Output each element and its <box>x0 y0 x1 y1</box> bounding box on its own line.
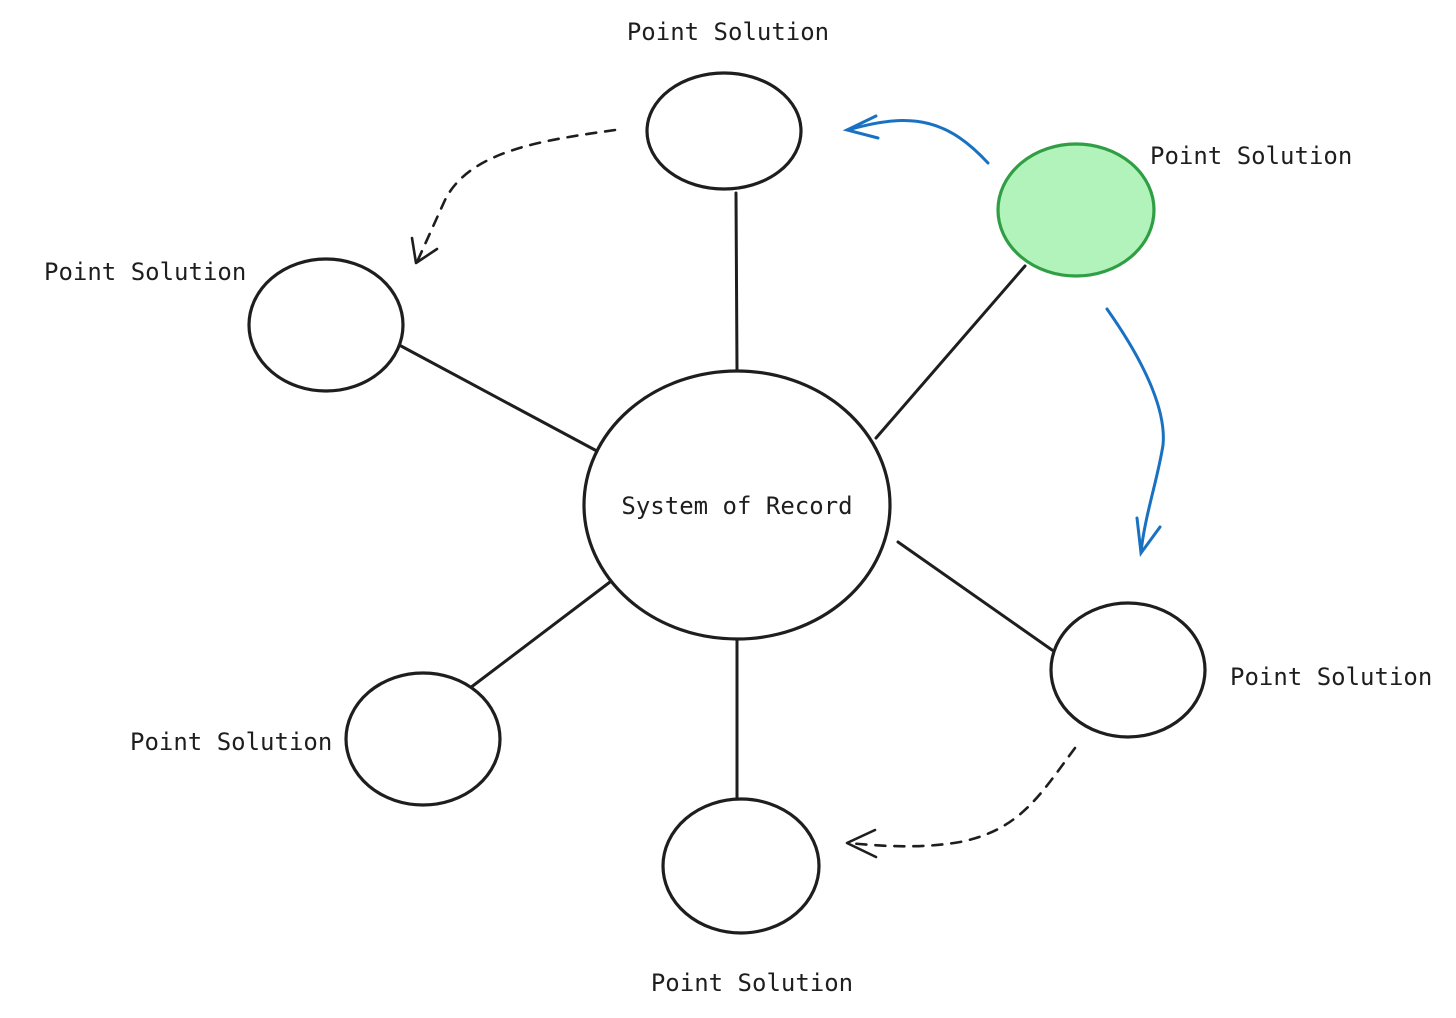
connector-right <box>896 540 1054 652</box>
point-solution-label-bottom-left: Point Solution <box>130 728 332 756</box>
point-solution-label-top-right: Point Solution <box>1150 142 1352 170</box>
connector-left <box>399 344 597 452</box>
system-of-record-node <box>582 369 892 641</box>
point-solution-label-left: Point Solution <box>44 258 246 286</box>
solid-arrow-highlight-to-right <box>1105 307 1165 557</box>
point-solution-node-bottom <box>661 797 821 935</box>
point-solution-label-top: Point Solution <box>627 18 829 46</box>
point-solution-node-bottom-left <box>344 671 502 807</box>
point-solution-node-top <box>645 71 803 191</box>
point-solution-node-right <box>1049 601 1207 739</box>
dashed-arrow-right-to-bottom <box>845 746 1077 859</box>
point-solution-node-left <box>247 257 405 393</box>
system-of-record-label: System of Record <box>621 492 852 520</box>
point-solution-label-right: Point Solution <box>1230 663 1432 691</box>
connector-bottom-left <box>468 580 612 690</box>
connector-top-right <box>874 264 1027 440</box>
connector-top <box>734 191 739 372</box>
solid-arrow-highlight-to-top <box>842 114 990 165</box>
point-solution-node-highlighted <box>996 142 1156 278</box>
dashed-arrow-top-to-left <box>410 128 617 265</box>
point-solution-label-bottom: Point Solution <box>651 969 853 997</box>
